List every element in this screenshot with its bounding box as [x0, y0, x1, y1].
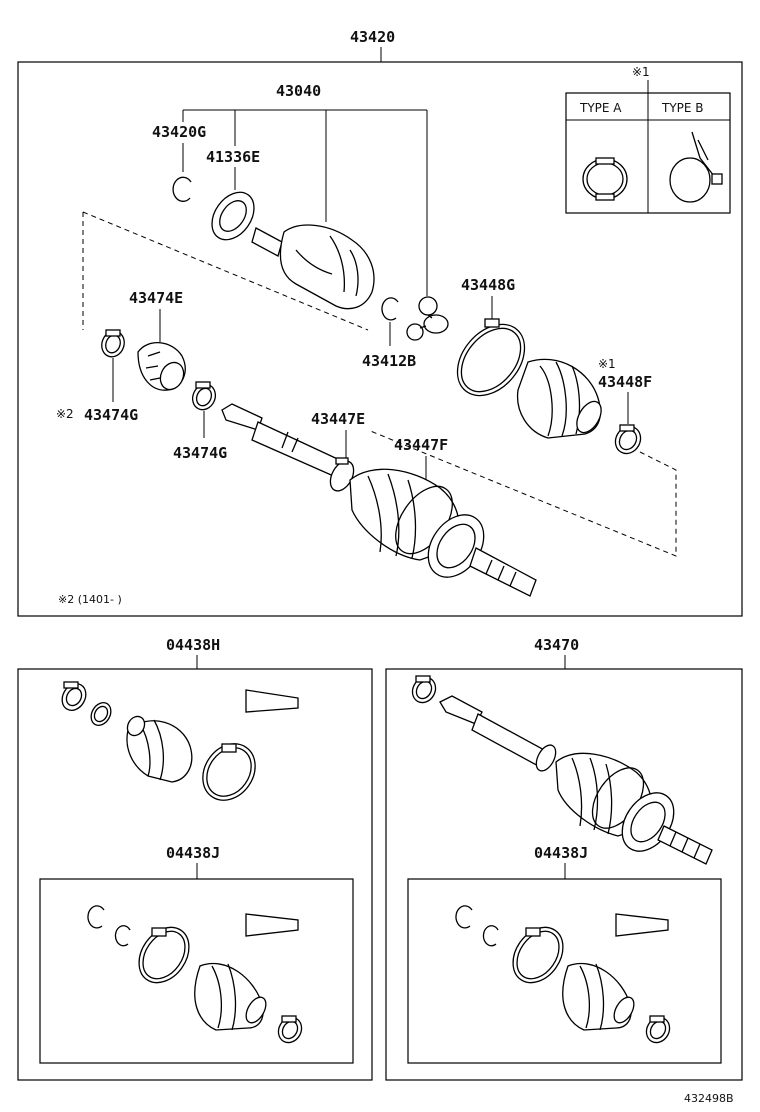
label-43448G[interactable]: 43448G: [461, 276, 515, 294]
label-43420[interactable]: 43420: [350, 28, 395, 46]
label-43470[interactable]: 43470: [534, 636, 579, 654]
label-43447E[interactable]: 43447E: [311, 410, 365, 428]
kit-j-left-snap-ring[interactable]: [87, 905, 105, 929]
kit-h-large-clamp[interactable]: [192, 734, 266, 811]
assy-43470-shaft[interactable]: [439, 695, 713, 865]
damper-43474E[interactable]: [137, 342, 188, 394]
label-43447F[interactable]: 43447F: [394, 436, 448, 454]
label-04438J-left[interactable]: 04438J: [166, 844, 220, 862]
label-04438J-right[interactable]: 04438J: [534, 844, 588, 862]
kit-h-grease-tube[interactable]: [245, 689, 299, 713]
label-43420G[interactable]: 43420G: [152, 123, 206, 141]
label-43448F[interactable]: 43448F: [598, 373, 652, 391]
kit-j-left-snap-ring-small[interactable]: [114, 925, 131, 947]
note-mark-1: ※1: [598, 357, 616, 371]
kit-j-right-grease-tube[interactable]: [615, 913, 669, 937]
label-note2-mark: ※2: [56, 407, 74, 421]
kit-h-boot[interactable]: [124, 713, 193, 783]
label-41336E[interactable]: 41336E: [206, 148, 260, 166]
kit-j-left-clamp[interactable]: [274, 1013, 306, 1047]
inset-type-a: TYPE A: [579, 101, 622, 115]
label-43040[interactable]: 43040: [276, 82, 321, 100]
kit-j-left-grease-tube[interactable]: [245, 913, 299, 937]
label-43474G[interactable]: 43474G: [173, 444, 227, 462]
assy-43470-clamp[interactable]: [408, 673, 440, 707]
oil-seal-41336E[interactable]: [203, 184, 262, 247]
kit-h-clamp-1[interactable]: [57, 679, 90, 714]
outer-boot-and-joint[interactable]: [349, 468, 537, 597]
label-43474E[interactable]: 43474E: [129, 289, 183, 307]
inset-type-b: TYPE B: [661, 101, 704, 115]
ring-type-a-drawing[interactable]: [582, 157, 628, 201]
footnote-2: ※2 (1401- ): [58, 593, 122, 606]
boot-kit-04438H-frame: [17, 668, 373, 1081]
tripod-joint[interactable]: [406, 296, 449, 341]
inset-note-mark: ※1: [632, 65, 650, 79]
drawing-number: 432498B: [684, 1092, 734, 1105]
label-43474G-note2[interactable]: 43474G: [84, 406, 138, 424]
ring-type-b-drawing[interactable]: [669, 131, 723, 203]
inboard-joint-43040[interactable]: [251, 224, 375, 310]
kit-j-right-snap-ring[interactable]: [455, 905, 473, 929]
boot-kit-04438J-left-frame: [39, 878, 354, 1064]
shaft-assy-43470-frame: [385, 668, 743, 1081]
kit-j-left-large-clamp[interactable]: [129, 918, 199, 992]
boot-kit-04438J-right-frame: [407, 878, 722, 1064]
label-04438H[interactable]: 04438H: [166, 636, 220, 654]
clamp-43448G[interactable]: [444, 311, 538, 408]
snap-ring-43420G[interactable]: [172, 176, 192, 202]
kit-j-right-clamp[interactable]: [642, 1013, 674, 1047]
kit-j-left-boot[interactable]: [194, 962, 270, 1031]
kit-h-clamp-2[interactable]: [87, 699, 115, 729]
dashed-group-outline: [82, 211, 677, 557]
clamp-43474G[interactable]: [189, 381, 220, 414]
kit-j-right-large-clamp[interactable]: [503, 918, 573, 992]
clamp-43448F[interactable]: [611, 422, 646, 458]
kit-j-right-boot[interactable]: [562, 962, 638, 1031]
label-43412B[interactable]: 43412B: [362, 352, 416, 370]
kit-j-right-snap-ring-small[interactable]: [482, 925, 499, 947]
main-assembly-frame: [17, 61, 743, 617]
snap-ring-43412B[interactable]: [381, 297, 399, 321]
clamp-43474G-note2[interactable]: [98, 328, 128, 360]
leader-43040: [182, 109, 428, 296]
boot-outboard[interactable]: [516, 358, 607, 439]
